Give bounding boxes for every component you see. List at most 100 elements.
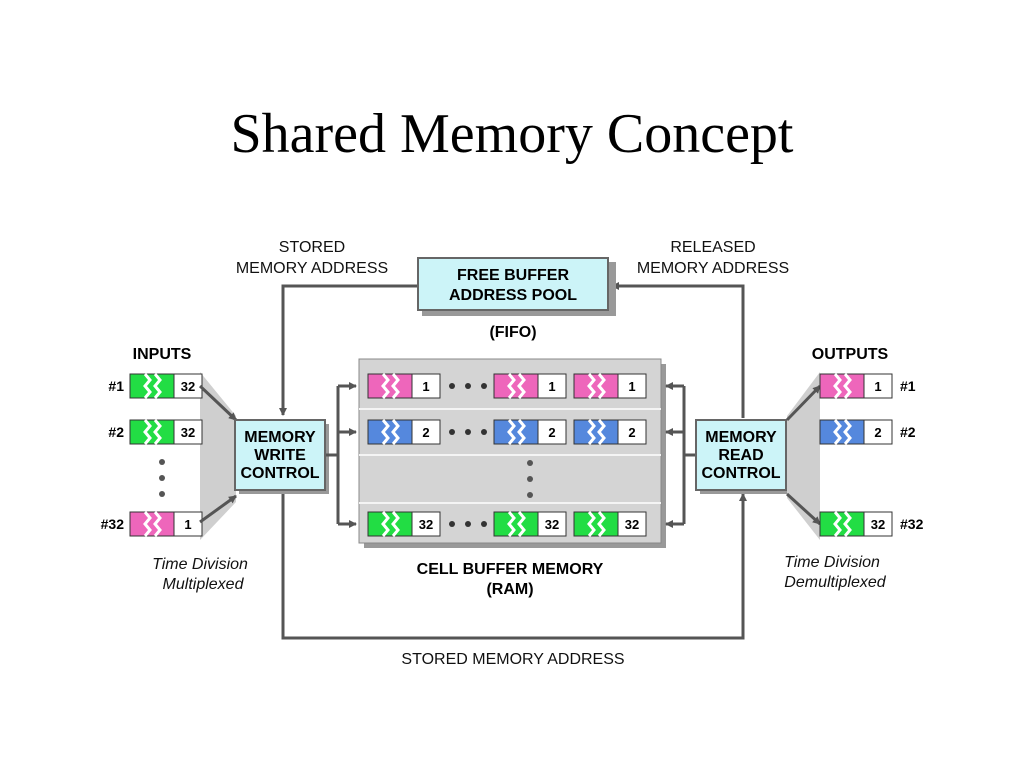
output-cell: 32: [819, 511, 893, 537]
zigzag-break-icon: [517, 511, 526, 537]
zigzag-break-icon: [153, 511, 162, 537]
input-mux-funnel: [200, 372, 236, 540]
cell-number: 1: [184, 517, 191, 532]
ram-vdots: [527, 460, 533, 498]
zigzag-break-icon: [517, 373, 526, 399]
ram-cell: 1: [573, 373, 647, 399]
ram-cell: 32: [493, 511, 567, 537]
inputs-heading: INPUTS: [133, 346, 192, 363]
tdm-label-1: Time Division: [152, 556, 248, 573]
zigzag-break-icon: [597, 373, 606, 399]
cell-number: 32: [181, 379, 195, 394]
zigzag-break-icon: [843, 419, 852, 445]
stored-address-label-2: MEMORY ADDRESS: [236, 260, 388, 277]
cell-number: 2: [422, 425, 429, 440]
zigzag-break-icon: [507, 511, 516, 537]
input-cell: 32: [129, 419, 203, 445]
output-cell: 1: [819, 373, 893, 399]
tdd-label-1: Time Division: [784, 554, 880, 571]
fifo-label: (FIFO): [489, 324, 536, 341]
stored-address-label-1: STORED: [279, 239, 345, 256]
input-port-label: #1: [108, 378, 124, 394]
output-port-label: #1: [900, 378, 916, 394]
outputs-group: 1 #1 2 #2 32 #32: [819, 373, 924, 537]
zigzag-break-icon: [517, 419, 526, 445]
cell-number: 32: [871, 517, 885, 532]
zigzag-break-icon: [833, 419, 842, 445]
tdd-label-2: Demultiplexed: [784, 574, 886, 591]
output-arrows: [785, 384, 822, 526]
ram-row-ellipsis: [449, 429, 487, 435]
outputs-heading: OUTPUTS: [812, 346, 889, 363]
released-address-label-2: MEMORY ADDRESS: [637, 260, 789, 277]
zigzag-break-icon: [833, 373, 842, 399]
zigzag-break-icon: [833, 511, 842, 537]
cell-number: 1: [874, 379, 881, 394]
write-control-label-1: MEMORY: [244, 429, 316, 446]
ram-to-read-arrows: [665, 382, 696, 528]
zigzag-break-icon: [381, 419, 390, 445]
ram-label-1: CELL BUFFER MEMORY: [417, 561, 604, 578]
cell-number: 2: [628, 425, 635, 440]
zigzag-break-icon: [143, 373, 152, 399]
cell-number: 1: [422, 379, 429, 394]
output-cell: 2: [819, 419, 893, 445]
zigzag-break-icon: [143, 511, 152, 537]
ram-cell: 2: [493, 419, 567, 445]
ram-cell: 32: [367, 511, 441, 537]
read-control-label-1: MEMORY: [705, 429, 777, 446]
ram-rows: 1 1 1 2 2 2 32 32 32: [367, 373, 647, 537]
write-to-ram-arrows: [326, 382, 357, 528]
write-control-label-3: CONTROL: [240, 465, 319, 482]
zigzag-break-icon: [391, 419, 400, 445]
zigzag-break-icon: [843, 373, 852, 399]
input-cell: 1: [129, 511, 203, 537]
zigzag-break-icon: [587, 373, 596, 399]
ram-cell: 1: [367, 373, 441, 399]
zigzag-break-icon: [391, 511, 400, 537]
output-port-label: #32: [900, 516, 924, 532]
memory-read-control: MEMORY READ CONTROL: [695, 419, 790, 494]
write-control-label-2: WRITE: [254, 447, 306, 464]
cell-number: 2: [874, 425, 881, 440]
ram-cell: 2: [573, 419, 647, 445]
zigzag-break-icon: [597, 511, 606, 537]
cell-number: 32: [625, 517, 639, 532]
memory-write-control: MEMORY WRITE CONTROL: [234, 419, 329, 494]
zigzag-break-icon: [143, 419, 152, 445]
zigzag-break-icon: [507, 419, 516, 445]
cell-number: 32: [181, 425, 195, 440]
zigzag-break-icon: [507, 373, 516, 399]
zigzag-break-icon: [587, 419, 596, 445]
output-port-label: #2: [900, 424, 916, 440]
free-buffer-label-2: ADDRESS POOL: [449, 287, 577, 304]
cell-number: 32: [419, 517, 433, 532]
ram-label-2: (RAM): [486, 581, 533, 598]
cell-number: 1: [628, 379, 635, 394]
input-vdots: [159, 459, 165, 497]
input-cell: 32: [129, 373, 203, 399]
read-control-label-3: CONTROL: [701, 465, 780, 482]
read-control-label-2: READ: [718, 447, 763, 464]
input-port-label: #2: [108, 424, 124, 440]
zigzag-break-icon: [153, 419, 162, 445]
cell-number: 2: [548, 425, 555, 440]
ram-row-ellipsis: [449, 383, 487, 389]
ram-cell: 1: [493, 373, 567, 399]
free-buffer-label-1: FREE BUFFER: [457, 267, 569, 284]
zigzag-break-icon: [381, 373, 390, 399]
stored-address-bottom-label: STORED MEMORY ADDRESS: [401, 651, 624, 668]
zigzag-break-icon: [587, 511, 596, 537]
input-port-label: #32: [101, 516, 125, 532]
zigzag-break-icon: [843, 511, 852, 537]
zigzag-break-icon: [381, 511, 390, 537]
tdm-label-2: Multiplexed: [163, 576, 245, 593]
stored-address-loop: [279, 282, 747, 640]
input-arrows: [198, 384, 238, 524]
cell-number: 1: [548, 379, 555, 394]
slide-title: Shared Memory Concept: [230, 103, 794, 165]
ram-row-ellipsis: [449, 521, 487, 527]
zigzag-break-icon: [153, 373, 162, 399]
inputs-group: #1 32 #2 32 #32 1: [101, 373, 203, 537]
